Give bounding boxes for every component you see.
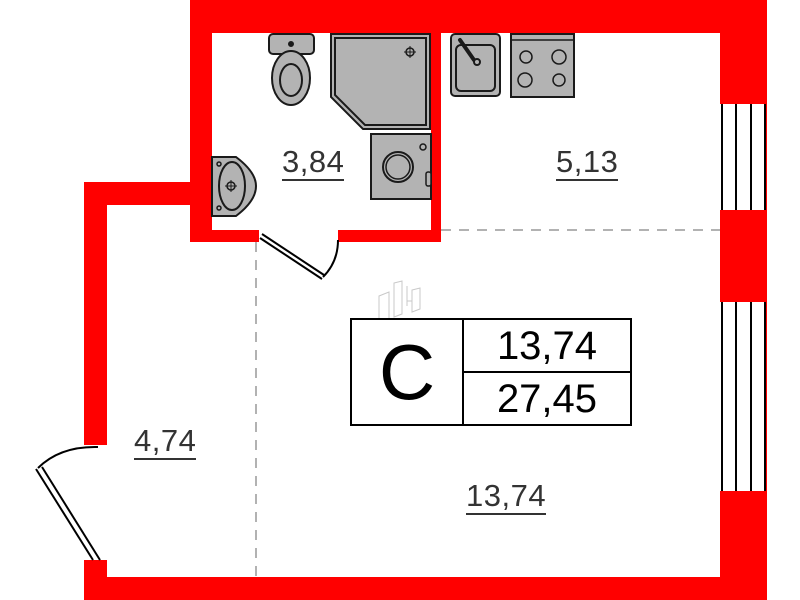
apartment-summary-badge: C 13,74 27,45 xyxy=(350,318,632,426)
zone-dividers xyxy=(255,229,720,577)
bathroom-area-label: 3,84 xyxy=(282,144,345,181)
total-area-value: 27,45 xyxy=(464,371,630,424)
hallway-area-label: 4,74 xyxy=(134,423,197,460)
bathroom-door xyxy=(259,233,339,280)
toilet-icon xyxy=(268,33,315,106)
logo-mark-icon xyxy=(378,280,421,323)
living-area-value: 13,74 xyxy=(496,323,598,368)
kitchen-area-label: 5,13 xyxy=(556,144,619,181)
window-upper xyxy=(721,104,766,210)
stove-icon xyxy=(510,33,575,98)
badge-areas: 13,74 27,45 xyxy=(464,320,630,424)
apartment-type: C xyxy=(352,320,464,424)
kitchen-sink-icon xyxy=(450,33,501,97)
right-wall xyxy=(720,0,767,600)
shower-tray-icon xyxy=(330,33,431,130)
living-area-label: 13,74 xyxy=(466,478,547,515)
washbasin-icon xyxy=(211,156,258,217)
entrance-door xyxy=(35,445,101,561)
window-lower xyxy=(721,302,766,491)
washing-machine-icon xyxy=(370,133,432,200)
